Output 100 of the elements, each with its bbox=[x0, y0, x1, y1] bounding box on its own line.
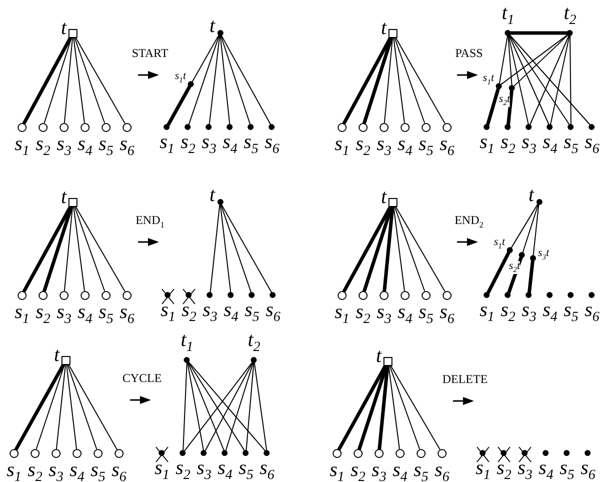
vertex-label: s$_{3}$ bbox=[202, 300, 218, 325]
graph-edge bbox=[74, 206, 105, 292]
vertex-label: s$_{6}$ bbox=[112, 460, 126, 482]
vertex-label: s$_{3}$ bbox=[56, 302, 72, 326]
vertex-label: s$_{3}$ bbox=[56, 134, 72, 158]
graph-edge bbox=[22, 204, 72, 293]
vertex-label: s$_{2}$ bbox=[500, 300, 516, 325]
graph-edge bbox=[395, 206, 446, 292]
graph-edge bbox=[75, 37, 126, 124]
graph-edge bbox=[570, 36, 572, 124]
vertex-label: s$_{6}$ bbox=[120, 302, 134, 326]
vertex-label: s$_{6}$ bbox=[120, 134, 134, 158]
vertex-label: s$_{6}$ bbox=[580, 458, 596, 482]
operation-label: CYCLE bbox=[122, 372, 162, 384]
vertex-label: s$_{4}$ bbox=[542, 300, 558, 325]
vertex-label: s$_{3}$ bbox=[48, 460, 64, 482]
vertex-label: s$_{1}$ bbox=[14, 302, 30, 326]
vertex-label: s$_{3}$ bbox=[522, 132, 536, 157]
vertex-label: s$_{6}$ bbox=[264, 132, 280, 157]
vertex-label: s$_{4}$ bbox=[78, 302, 92, 326]
vertex-label: s$_{5}$ bbox=[238, 458, 254, 482]
vertex-label: s$_{5}$ bbox=[564, 132, 578, 157]
vertex-label: t$_{2}$ bbox=[248, 330, 260, 355]
vertex-label: s$_{5}$ bbox=[414, 460, 428, 482]
graph-edge bbox=[67, 364, 98, 450]
graph-edge bbox=[342, 36, 392, 125]
graph-edge bbox=[522, 204, 539, 253]
operation-label: END$_{2}$ bbox=[454, 214, 484, 230]
graph-edge bbox=[394, 206, 425, 292]
graph-edge bbox=[508, 35, 529, 125]
graph-edge bbox=[393, 206, 405, 292]
graph-edge bbox=[68, 364, 118, 450]
vertex-label: s$_{6}$ bbox=[434, 460, 450, 482]
vertex-label: s$_{3}$ bbox=[522, 300, 536, 325]
graph-edge bbox=[220, 204, 272, 293]
vertex-label: t bbox=[380, 18, 386, 38]
vertex-label: s$_{6}$ bbox=[266, 300, 280, 325]
vertex-label: s$_{5}$ bbox=[98, 302, 114, 326]
graph-edge bbox=[210, 204, 220, 293]
vertex-label: s$_{2}$t bbox=[498, 94, 510, 107]
graph-edge bbox=[192, 35, 220, 82]
vertex-label: s$_{2}$ bbox=[500, 132, 516, 157]
graph-edge bbox=[14, 362, 66, 451]
vertex-label: s$_{4}$ bbox=[398, 134, 412, 158]
graph-edge bbox=[36, 364, 65, 450]
graph-edge bbox=[510, 34, 590, 126]
vertex-label: s$_{4}$ bbox=[70, 460, 84, 482]
graph-edge bbox=[220, 35, 251, 125]
graph-edge bbox=[254, 362, 268, 451]
vertex-label: s$_{1}$ bbox=[160, 132, 174, 157]
graph-edge bbox=[362, 36, 394, 124]
vertex-label: s$_{5}$ bbox=[244, 132, 258, 157]
vertex-label: s$_{2}$ bbox=[28, 460, 42, 482]
graph-edge bbox=[378, 364, 390, 450]
graph-edge bbox=[187, 362, 204, 451]
graph-edge bbox=[382, 204, 394, 292]
vertex-label: s$_{1}$t bbox=[174, 71, 186, 84]
vertex-label: s$_{5}$ bbox=[564, 300, 578, 325]
graph-edge bbox=[204, 362, 254, 451]
vertex-label: s$_{6}$ bbox=[584, 300, 600, 325]
vertex-label: s$_{5}$ bbox=[90, 460, 106, 482]
graph-edge bbox=[184, 362, 253, 452]
graph-edge bbox=[74, 37, 105, 124]
graph-edge bbox=[182, 362, 188, 450]
graph-edge bbox=[393, 37, 405, 124]
graph-edge bbox=[486, 87, 500, 126]
vertex-label: s$_{1}$ bbox=[160, 300, 176, 325]
vertex-label: t bbox=[60, 18, 66, 38]
operation-label: PASS bbox=[455, 47, 483, 59]
vertex-label: t$_{1}$ bbox=[180, 330, 194, 355]
vertex-label: s$_{2}$ bbox=[182, 300, 196, 325]
graph-edge bbox=[42, 204, 74, 292]
graph-edge bbox=[73, 37, 85, 124]
graph-edge bbox=[44, 37, 72, 124]
vertex-label: s$_{1}$ bbox=[334, 134, 350, 158]
graph-edge bbox=[342, 204, 392, 293]
vertex-label: s$_{2}$ bbox=[36, 302, 50, 326]
operation-label: DELETE bbox=[442, 373, 488, 385]
graph-edge bbox=[507, 256, 523, 294]
vertex-label: s$_{3}$ bbox=[376, 302, 392, 326]
vertex-label: s$_{1}$ bbox=[154, 458, 170, 482]
graph-edge bbox=[225, 362, 254, 451]
vertex-label: s$_{5}$ bbox=[418, 302, 434, 326]
graph-edge bbox=[188, 362, 266, 452]
vertex-label: s$_{5}$ bbox=[244, 300, 260, 325]
vertex-label: s$_{4}$ bbox=[538, 458, 554, 482]
graph-edge bbox=[514, 34, 568, 86]
vertex-label: s$_{3}$ bbox=[518, 458, 532, 482]
vertex-label: s$_{4}$ bbox=[398, 302, 412, 326]
graph-edge bbox=[246, 362, 254, 450]
vertex-label: s$_{1}$ bbox=[330, 460, 344, 482]
graph-edge bbox=[390, 365, 440, 450]
graph-edge bbox=[508, 36, 512, 86]
vertex-label: s$_{4}$ bbox=[218, 458, 232, 482]
graph-edge bbox=[188, 362, 245, 451]
vertex-label: t$_{2}$ bbox=[564, 3, 576, 28]
vertex-label: s$_{5}$ bbox=[418, 134, 434, 158]
graph-edge bbox=[188, 362, 224, 451]
graph-edge bbox=[486, 250, 510, 294]
graph-edge bbox=[64, 206, 74, 292]
